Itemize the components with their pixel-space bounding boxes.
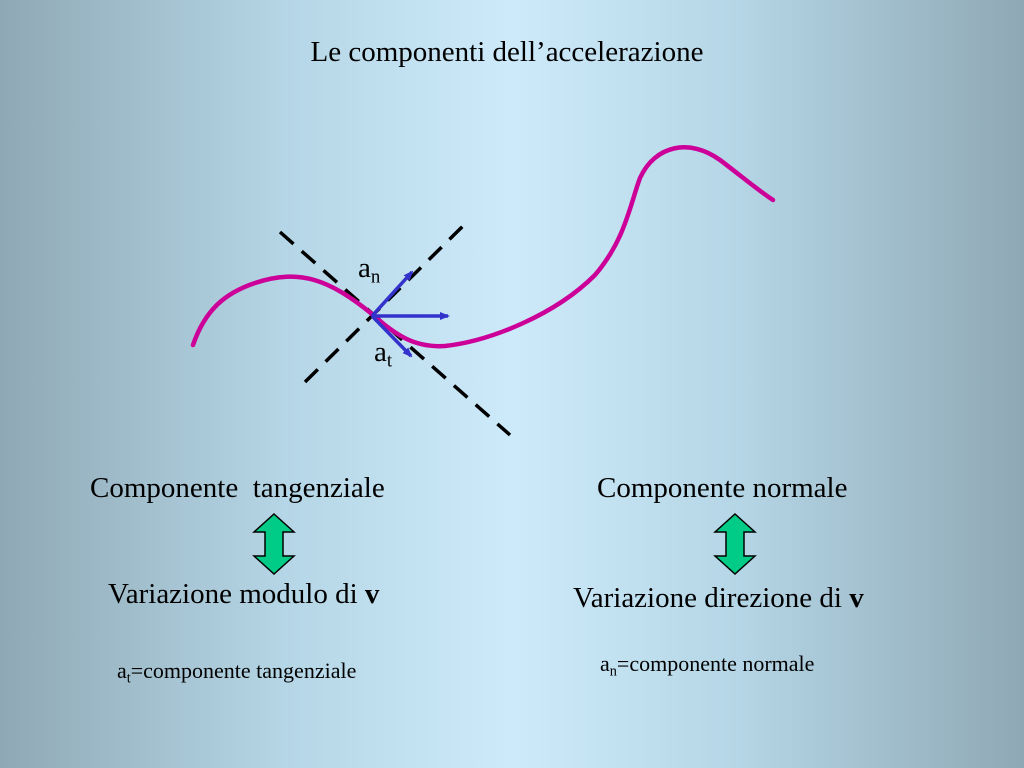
velocity-symbol: v <box>364 578 380 610</box>
tangential-variation-text: Variazione modulo di v <box>108 578 379 611</box>
trajectory-curve <box>190 145 776 349</box>
an-label-base: a <box>358 252 371 284</box>
at-label: at <box>374 336 393 372</box>
tangential-def-sub: t <box>126 670 131 687</box>
at-label-sub: t <box>386 350 393 372</box>
tangential-definition: at=componente tangenziale <box>117 658 357 687</box>
an-label-sub: n <box>370 266 381 288</box>
tangential-def-text: =componente tangenziale <box>130 658 357 683</box>
normal-variation-label: Variazione direzione di <box>573 582 850 614</box>
tangential-variation-label: Variazione modulo di <box>108 578 365 610</box>
velocity-symbol: v <box>849 582 864 614</box>
normal-definition: an=componente normale <box>600 651 815 680</box>
normal-def-text: =componente normale <box>616 651 815 676</box>
an-label: an <box>358 252 381 288</box>
at-label-base: a <box>374 336 387 368</box>
normal-dashed-line <box>303 221 468 384</box>
normal-def-base: a <box>600 651 610 676</box>
normal-def-sub: n <box>609 663 617 680</box>
slide-title: Le componenti dell’accelerazione <box>310 36 704 68</box>
normal-double-arrow-icon <box>713 512 757 576</box>
normal-heading: Componente normale <box>597 472 848 504</box>
normal-variation-text: Variazione direzione di v <box>573 582 864 615</box>
tangential-double-arrow-icon <box>252 512 296 576</box>
normal-vector-an <box>370 270 414 318</box>
tangential-def-base: a <box>117 658 127 683</box>
tangential-heading: Componente tangenziale <box>90 472 385 504</box>
tangential-vector-at <box>370 314 413 358</box>
